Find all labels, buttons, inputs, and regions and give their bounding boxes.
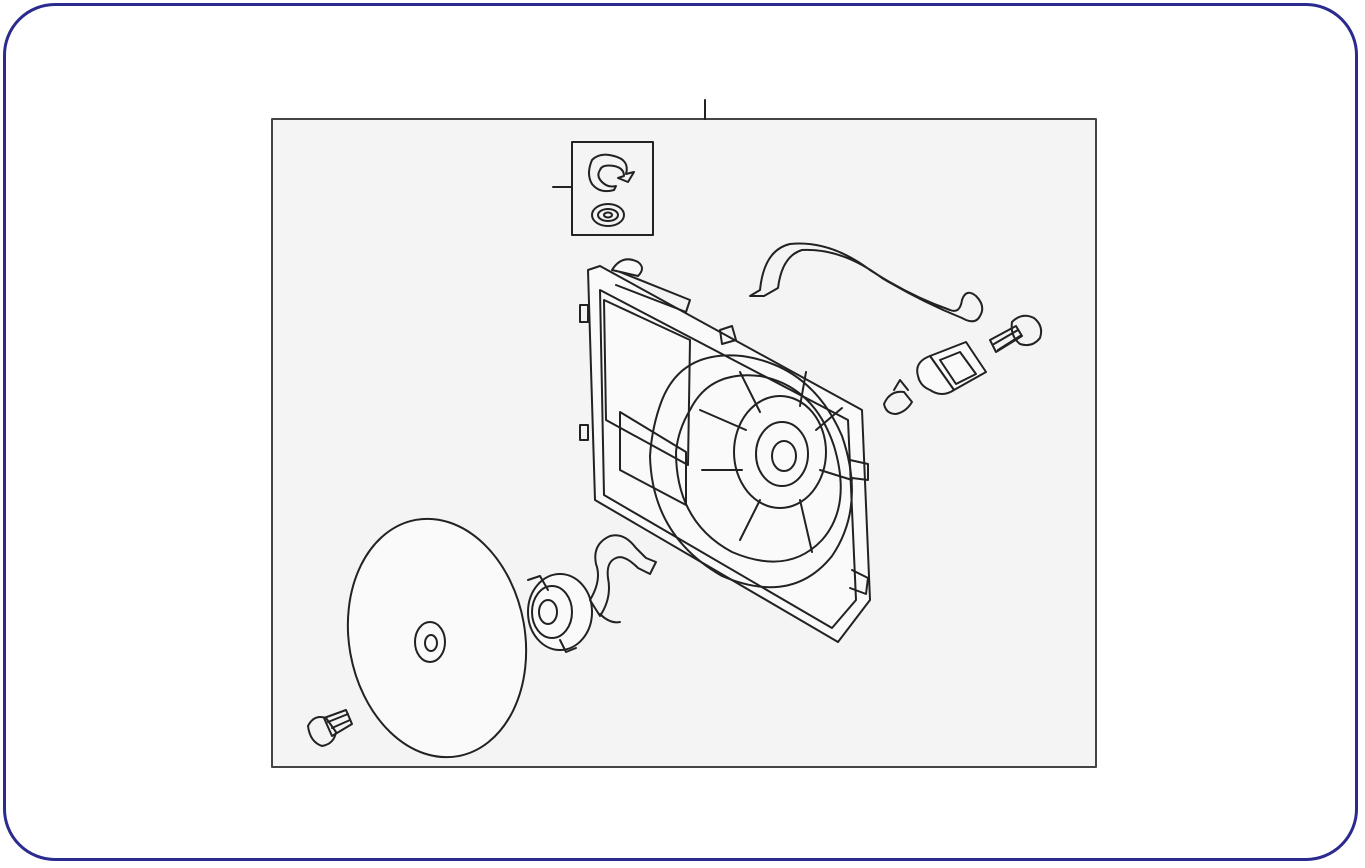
resistor xyxy=(916,341,987,395)
fan-blade xyxy=(346,517,528,759)
bolt-upper xyxy=(989,314,1043,353)
wiring-harness xyxy=(749,242,984,323)
fan-motor xyxy=(527,534,657,653)
fan-shroud-assembly xyxy=(579,258,871,643)
clip xyxy=(883,379,913,415)
bolt-lower xyxy=(307,709,353,747)
grommet-kit-inset xyxy=(552,141,654,236)
